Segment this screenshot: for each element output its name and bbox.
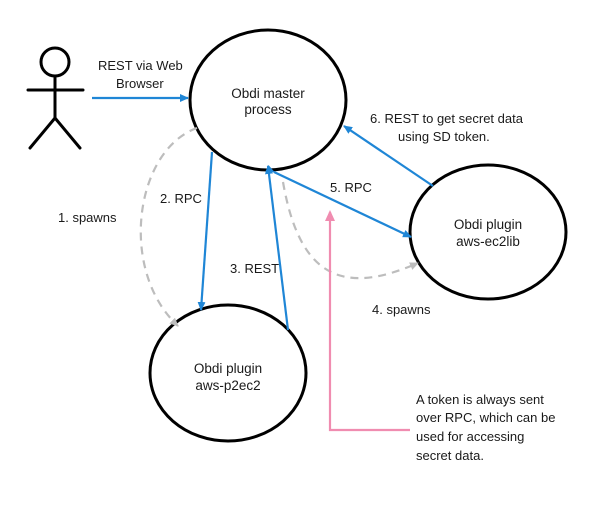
master-process-label-line-1: Obdi master <box>231 86 305 101</box>
note-line-3: used for accessing <box>416 429 524 444</box>
rpc-ec2lib-arrow <box>265 164 412 238</box>
rest-secret-arrow <box>343 125 434 187</box>
note-line-2: over RPC, which can be <box>416 410 555 425</box>
user-right-leg <box>53 116 82 150</box>
user-to-master-label-line-2: Browser <box>116 76 164 91</box>
note-pointer-arrow <box>325 210 410 432</box>
rpc-ec2lib-label: 5. RPC <box>330 180 372 195</box>
user-to-master-label-line-1: REST via Web <box>98 58 183 73</box>
spawn-p2ec2-arrow <box>139 126 198 327</box>
spawn-ec2lib-label: 4. spawns <box>372 302 431 317</box>
master-process-label-line-2: process <box>244 102 292 117</box>
plugin-p2ec2-node <box>148 303 308 443</box>
user-head <box>39 46 71 78</box>
user-stick-figure <box>26 46 85 150</box>
rest-secret-label-line-2: using SD token. <box>398 129 490 144</box>
note-line-4: secret data. <box>416 448 484 463</box>
user-left-leg <box>28 116 57 150</box>
plugin-p2ec2-label-line-1: Obdi plugin <box>194 361 262 376</box>
spawn-p2ec2-label: 1. spawns <box>58 210 117 225</box>
rest-p2ec2-label: 3. REST <box>230 261 279 276</box>
plugin-ec2lib-label-line-1: Obdi plugin <box>454 217 522 232</box>
rest-p2ec2-arrow <box>264 165 290 331</box>
rpc-p2ec2-label: 2. RPC <box>160 191 202 206</box>
rest-secret-label-line-1: 6. REST to get secret data <box>370 111 524 126</box>
rpc-p2ec2-arrow <box>197 151 214 311</box>
plugin-ec2lib-label-line-2: aws-ec2lib <box>456 234 520 249</box>
note-line-1: A token is always sent <box>416 392 544 407</box>
plugin-p2ec2-label-line-2: aws-p2ec2 <box>195 378 260 393</box>
